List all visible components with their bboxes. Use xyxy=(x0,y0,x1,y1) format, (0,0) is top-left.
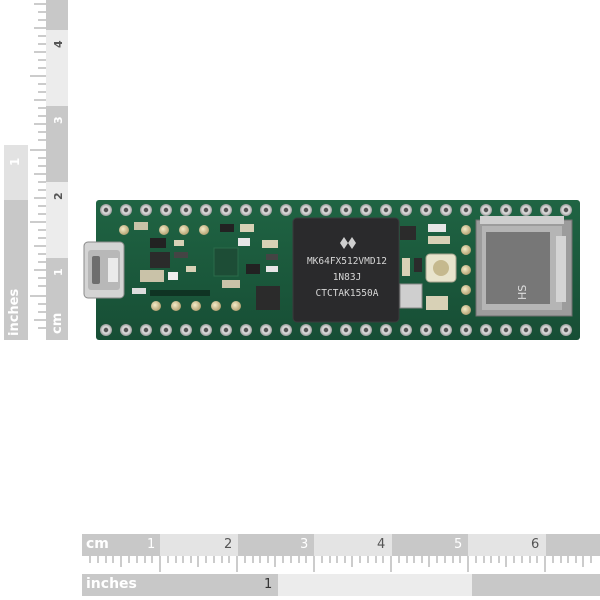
horizontal-tick-strip xyxy=(82,556,600,574)
horizontal-cm-tick: 4 xyxy=(377,537,386,552)
inner-pads xyxy=(119,225,471,315)
sd-card-slot xyxy=(475,216,573,317)
chip-lot-code: 1N83J xyxy=(332,272,362,283)
horizontal-inch-tick: 1 xyxy=(264,577,273,592)
smd-components-left xyxy=(132,222,280,310)
chip-date-code: CTCTAK1550A xyxy=(315,288,379,299)
horizontal-cm-label: cm xyxy=(86,536,109,552)
usb-connector xyxy=(83,241,125,299)
horizontal-cm-tick: 6 xyxy=(531,537,540,552)
horizontal-inch-label: inches xyxy=(86,576,137,592)
main-processor-chip xyxy=(292,217,400,323)
bottom-pin-row xyxy=(100,324,572,336)
sd-slot-marking: HS xyxy=(516,284,529,300)
chip-part-number: MK64FX512VMD12 xyxy=(306,256,388,267)
top-pin-row xyxy=(100,204,572,216)
vertical-tick-strip xyxy=(28,0,46,340)
horizontal-cm-tick: 3 xyxy=(300,537,309,552)
horizontal-cm-tick: 1 xyxy=(147,537,156,552)
horizontal-cm-tick: 5 xyxy=(454,537,463,552)
smd-components-right xyxy=(399,224,457,310)
horizontal-cm-tick: 2 xyxy=(224,537,233,552)
